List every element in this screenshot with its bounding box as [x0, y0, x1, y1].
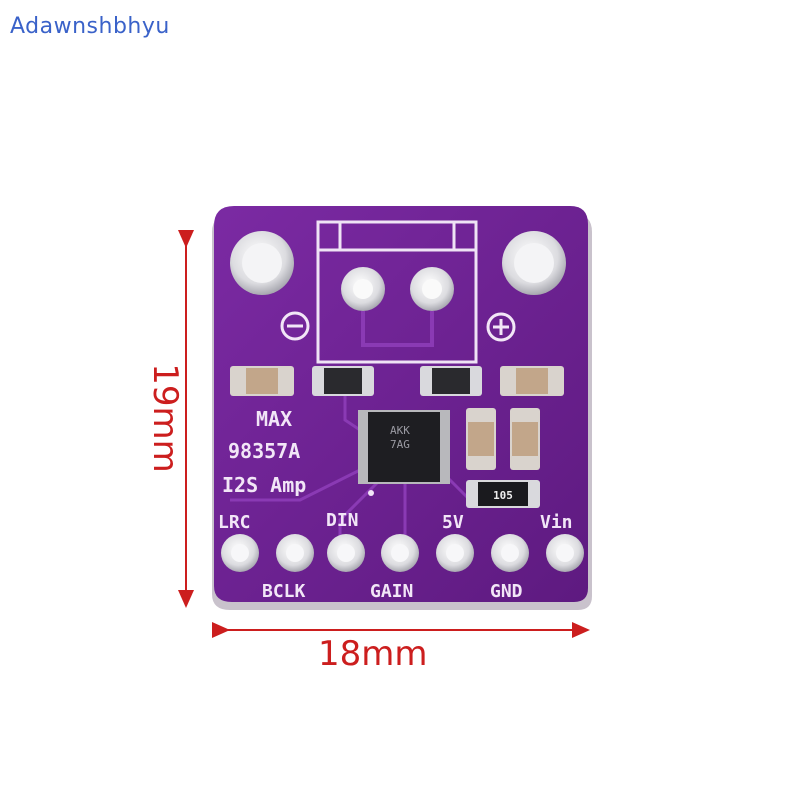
chip-marking-line1: AKK — [390, 424, 410, 437]
amplifier-chip: AKK 7AG — [358, 410, 450, 484]
smd-diode-1 — [312, 366, 374, 396]
watermark-text: Adawnshbhyu — [10, 14, 170, 39]
pin-label-5v: 5V — [442, 512, 464, 533]
pin-label-lrc: LRC — [218, 512, 251, 533]
smd-resistor: 105 — [466, 480, 540, 508]
smd-capacitor-1 — [230, 366, 294, 396]
pin-label-gnd: GND — [490, 581, 523, 602]
terminal-outline — [316, 220, 478, 364]
pin-label-din: DIN — [326, 510, 359, 531]
height-dimension-label: 19mm — [144, 363, 185, 473]
smd-capacitor-3 — [466, 408, 496, 470]
smd-diode-2 — [420, 366, 482, 396]
smd-capacitor-4 — [510, 408, 540, 470]
pin-label-bclk: BCLK — [262, 581, 306, 602]
silk-part-line1: MAX — [256, 407, 292, 431]
resistor-marking: 105 — [493, 489, 513, 502]
pin-label-gain: GAIN — [370, 581, 413, 602]
silk-part-line3: I2S Amp — [222, 473, 306, 497]
silk-part-line2: 98357A — [228, 439, 300, 463]
width-dimension-label: 18mm — [318, 634, 428, 674]
header-pins — [221, 534, 584, 572]
smd-capacitor-2 — [500, 366, 564, 396]
chip-marking-line2: 7AG — [390, 438, 410, 451]
pin-label-vin: Vin — [540, 512, 573, 533]
